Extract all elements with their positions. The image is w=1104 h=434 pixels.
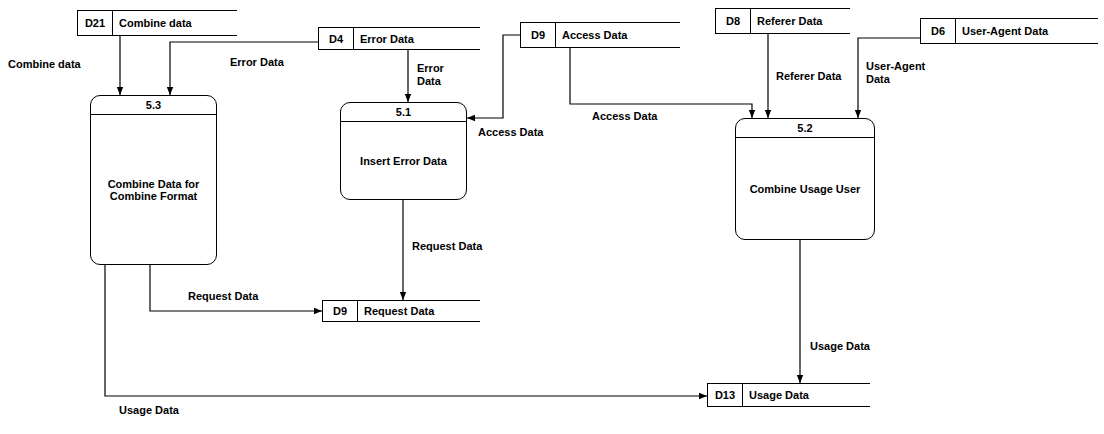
data-flow: [105, 265, 707, 396]
process-label: Combine Data for Combine Format: [99, 178, 208, 202]
store-id: D8: [716, 9, 751, 33]
flow-label: Combine data: [6, 58, 83, 71]
data-store: D6User-Agent Data: [920, 18, 1098, 44]
process-box: 5.1Insert Error Data: [340, 102, 467, 200]
store-name: Referer Data: [751, 9, 828, 33]
data-flow: [150, 265, 322, 311]
store-name: Usage Data: [743, 384, 815, 406]
store-name: User-Agent Data: [956, 19, 1054, 43]
store-id: D6: [921, 19, 956, 43]
process-name: Combine Usage User: [736, 138, 874, 239]
flow-label: Usage Data: [808, 340, 872, 353]
data-flow: [407, 50, 408, 102]
data-flow: [402, 200, 403, 300]
data-store: D13Usage Data: [707, 383, 870, 407]
store-id: D13: [708, 384, 743, 406]
flow-label: Usage Data: [117, 404, 181, 417]
store-name: Request Data: [358, 301, 440, 321]
store-id: D9: [521, 23, 556, 47]
store-id: D9: [323, 301, 358, 321]
store-name: Error Data: [354, 28, 420, 49]
data-flow: [767, 34, 768, 118]
process-box: 5.2Combine Usage User: [735, 118, 875, 240]
data-flow: [170, 42, 318, 95]
store-name: Combine data: [113, 11, 198, 35]
flow-label: Access Data: [476, 126, 545, 139]
data-store: D21Combine data: [77, 10, 237, 36]
data-flow: [570, 48, 752, 118]
data-store: D4Error Data: [318, 27, 480, 50]
data-flow: [119, 36, 120, 95]
flow-label: Error Data: [228, 56, 286, 69]
flow-label: Referer Data: [774, 70, 843, 83]
data-store: D8Referer Data: [715, 8, 850, 34]
process-name: Insert Error Data: [341, 122, 466, 199]
process-label: Combine Usage User: [750, 183, 861, 195]
process-number: 5.2: [736, 119, 874, 138]
flow-label: User-Agent Data: [864, 60, 934, 86]
store-name: Access Data: [556, 23, 633, 47]
process-name: Combine Data for Combine Format: [91, 115, 216, 264]
data-flow: [799, 240, 800, 383]
process-number: 5.3: [91, 96, 216, 115]
flow-label: Request Data: [410, 240, 484, 253]
process-label: Insert Error Data: [360, 155, 447, 167]
flow-label: Access Data: [590, 110, 659, 123]
process-box: 5.3Combine Data for Combine Format: [90, 95, 217, 265]
data-store: D9Request Data: [322, 300, 480, 322]
store-id: D21: [78, 11, 113, 35]
data-store: D9Access Data: [520, 22, 680, 48]
flow-label: Error Data: [415, 62, 459, 88]
store-id: D4: [319, 28, 354, 49]
process-number: 5.1: [341, 103, 466, 122]
flow-label: Request Data: [186, 290, 260, 303]
